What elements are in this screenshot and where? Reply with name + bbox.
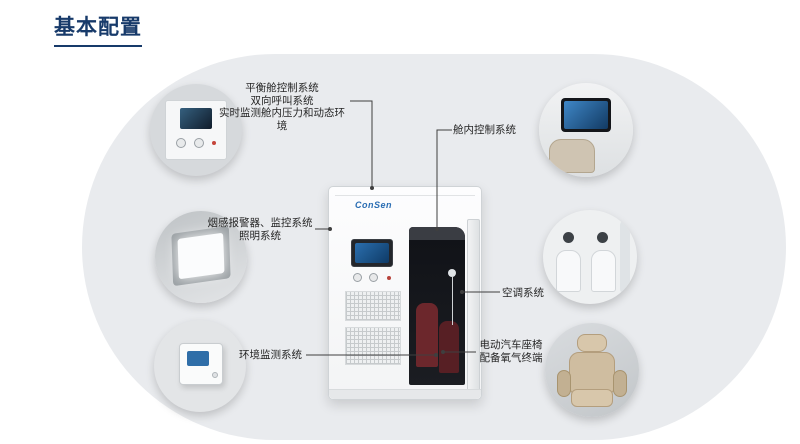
label-line: 电动汽车座椅 <box>479 339 543 351</box>
machine-base <box>329 389 481 399</box>
monitor-screen <box>187 351 209 366</box>
label-smoke-alarm: 烟感报警器、监控系统 照明系统 <box>206 217 314 242</box>
page-title: 基本配置 <box>54 11 142 47</box>
photo-balance-control-panel <box>150 84 242 176</box>
interior-seat <box>591 250 616 292</box>
pressure-gauge-icon <box>369 273 378 282</box>
interior-seat <box>556 250 581 292</box>
open-door-panel <box>467 219 480 391</box>
indicator-led-icon <box>387 276 391 280</box>
photo-car-seat <box>545 323 639 417</box>
oxygen-tube <box>452 277 453 325</box>
seat-armrest <box>557 370 571 397</box>
label-line: 环境监测系统 <box>239 349 302 361</box>
photo-ceiling-light <box>155 211 247 303</box>
ac-outlet-icon <box>563 232 574 243</box>
seat-armrest <box>613 370 627 397</box>
oxygen-mask-icon <box>448 269 456 277</box>
label-line: 实时监测舱内压力和动态环境 <box>219 107 345 132</box>
ventilation-grille <box>345 291 401 321</box>
ventilation-grille <box>345 327 401 365</box>
interior-window <box>620 220 630 294</box>
ac-outlet-icon <box>597 232 608 243</box>
photo-cabin-control-screen <box>539 83 633 177</box>
label-car-seat: 电动汽车座椅 配备氧气终端 <box>477 339 545 364</box>
label-environment-monitor: 环境监测系统 <box>239 349 305 362</box>
label-line: 配备氧气终端 <box>479 351 543 364</box>
seat-headrest <box>549 139 595 173</box>
machine-top-seam <box>335 195 475 196</box>
brand-logo: ConSen <box>355 200 393 210</box>
chamber-ceiling <box>409 227 465 240</box>
panel-knob-icon <box>194 138 204 148</box>
label-ac-system: 空调系统 <box>502 287 544 300</box>
screen-glow <box>355 243 389 263</box>
panel-led-icon <box>212 141 216 145</box>
chamber-seat <box>416 303 438 367</box>
label-balance-control: 平衡舱控制系统 双向呼叫系统 实时监测舱内压力和动态环境 <box>216 82 348 132</box>
pressure-gauge-icon <box>353 273 362 282</box>
seat-cushion <box>571 389 613 407</box>
machine-control-screen <box>351 239 393 267</box>
photo-cabin-interior-ac <box>543 210 637 304</box>
panel-screen <box>180 108 212 129</box>
label-line: 烟感报警器、监控系统 <box>207 217 313 229</box>
hyperbaric-chamber-photo: ConSen <box>328 186 482 400</box>
cabin-tablet-screen <box>564 101 608 129</box>
label-line: 空调系统 <box>502 287 544 299</box>
control-panel <box>165 100 227 160</box>
label-cabin-control: 舱内控制系统 <box>453 124 516 137</box>
label-line: 舱内控制系统 <box>453 124 516 136</box>
panel-knob-icon <box>176 138 186 148</box>
seat-headrest <box>577 334 607 352</box>
label-line: 平衡舱控制系统 <box>245 82 319 94</box>
label-line: 照明系统 <box>239 229 281 242</box>
monitor-button-icon <box>212 372 218 378</box>
chamber-door-opening <box>409 227 465 385</box>
photo-environment-monitor <box>154 320 246 412</box>
chamber-seat <box>439 321 459 373</box>
label-line: 双向呼叫系统 <box>250 94 314 107</box>
